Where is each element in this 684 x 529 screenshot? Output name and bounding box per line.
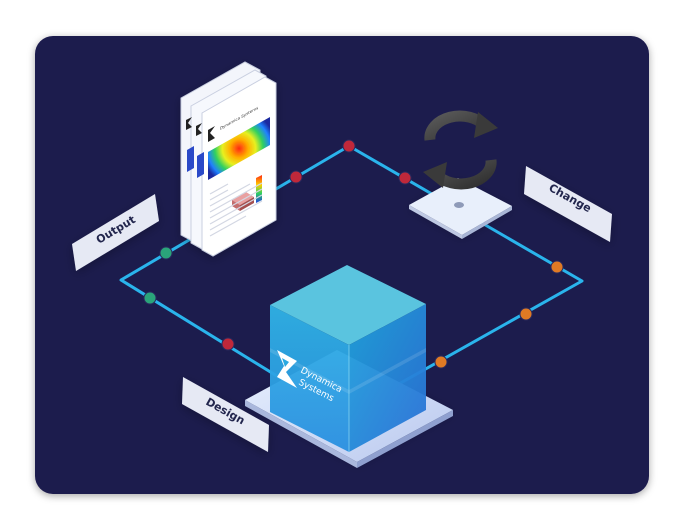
path-node [398, 171, 412, 185]
dynamica-logo-icon [186, 117, 192, 130]
cube-top [270, 265, 426, 345]
change-platform [409, 178, 512, 239]
path-node [159, 246, 173, 260]
sync-icon [423, 110, 498, 190]
dynamica-logo-icon [277, 350, 297, 388]
cube-right [349, 304, 426, 452]
path-nodes [143, 139, 564, 369]
output-reports: Dynamica Systems [180, 61, 277, 257]
path-node [434, 355, 448, 369]
cube-left [270, 305, 349, 452]
dynamica-logo-icon [196, 123, 202, 136]
path-node [289, 170, 303, 184]
path-node [550, 260, 564, 274]
path-node [221, 337, 235, 351]
path-node [143, 291, 157, 305]
heatmap-report-icon [208, 117, 270, 180]
path-node [342, 139, 356, 153]
path-node [519, 307, 533, 321]
design-cube [270, 265, 426, 452]
report-page-front [201, 76, 277, 257]
dynamica-logo-icon [208, 126, 215, 142]
